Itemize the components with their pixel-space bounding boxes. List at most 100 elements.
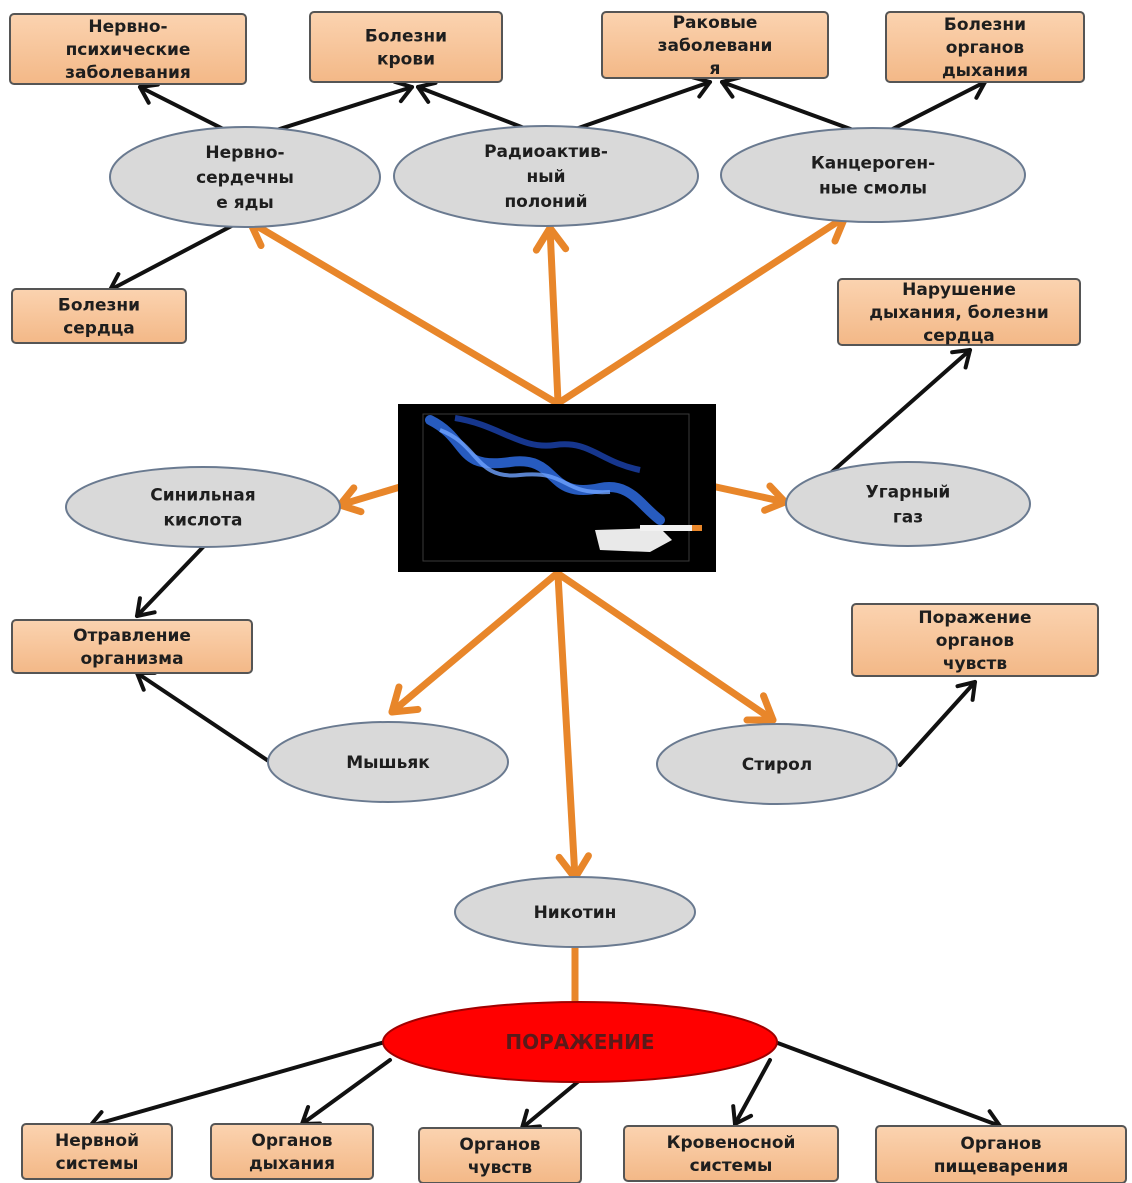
main-effect-shape [382, 1001, 778, 1083]
arrow-center-to-carbon-monoxide [712, 482, 789, 514]
node-label-line: Кровеносной [667, 1133, 796, 1153]
arrow-main-to-senses [520, 1078, 582, 1130]
box-target-nervous-shape [21, 1123, 173, 1180]
ellipse-polonium-shape [393, 125, 699, 227]
arrow-center-to-hydrocyanic [336, 483, 404, 516]
node-label-line: Нервно- [88, 17, 167, 37]
arrow-styrene-to-senses [898, 680, 977, 767]
node-label-line: Нарушение [902, 280, 1016, 300]
node-label-line: кислота [164, 511, 243, 531]
arrow-hydrocyanic-to-poisoning [135, 543, 207, 618]
ellipse-polonium: Радиоактив-ный полоний [393, 125, 699, 227]
box-target-senses: Органов чувств [418, 1127, 582, 1183]
main-effect: ПОРАЖЕНИЕ [382, 1001, 778, 1083]
box-respiratory-shape [885, 11, 1085, 83]
node-label-line: Органов [960, 1134, 1041, 1154]
arrow-arsenic-to-poisoning [135, 670, 272, 764]
ellipse-nicotine: Никотин [454, 876, 696, 948]
node-label-line: Отравление [73, 626, 191, 646]
ellipse-carbon-monoxide-shape [785, 461, 1031, 547]
node-label-line: ные смолы [819, 179, 927, 199]
ellipse-hydrocyanic: Синильная кислота [65, 466, 341, 548]
node-label-line: психические [66, 40, 191, 60]
ellipse-styrene: Стирол [656, 723, 898, 805]
node-label-line: Канцероген- [811, 154, 935, 174]
node-label-line: Болезни [58, 296, 140, 316]
box-neuro-diseases: Нервно-психические заболевания [9, 13, 247, 85]
node-label-line: Болезни [944, 15, 1026, 35]
box-target-blood: Кровеносной системы [623, 1125, 839, 1182]
ellipse-hydrocyanic-shape [65, 466, 341, 548]
node-label-line: органов [936, 631, 1015, 651]
node-label-line: органов [946, 38, 1025, 58]
arrow-main-to-blood [731, 1058, 772, 1126]
arrows-layer [88, 75, 1002, 1134]
ellipse-resins-shape [720, 127, 1026, 223]
ellipse-nervous-poisons-shape [109, 126, 381, 228]
node-label-line: ный [526, 167, 565, 187]
box-target-digestion-shape [875, 1125, 1127, 1183]
box-breathing-heart: Нарушение дыхания, болезни сердца [837, 278, 1081, 346]
node-label-line: чувств [468, 1158, 532, 1178]
box-senses-damage-shape [851, 603, 1099, 677]
arrow-main-to-digestion [773, 1040, 1002, 1133]
ellipse-arsenic-shape [267, 721, 509, 803]
node-label-line: Угарный [866, 483, 951, 503]
box-respiratory: Болезни органов дыхания [885, 11, 1085, 83]
main-effect-label: ПОРАЖЕНИЕ [505, 1030, 654, 1054]
ellipse-nervous-poisons: Нервно-сердечны е яды [109, 126, 381, 228]
node-label-line: сердца [63, 319, 135, 339]
box-blood-diseases: Болезни крови [309, 11, 503, 83]
node-label-line: дыхания [249, 1154, 335, 1174]
cigarette-smoke-icon [398, 404, 716, 572]
node-label-line: Стирол [742, 755, 813, 775]
node-label-line: Органов [459, 1135, 540, 1155]
box-neuro-diseases-shape [9, 13, 247, 85]
node-label-line: Синильная [150, 486, 255, 506]
box-poisoning: Отравление организма [11, 619, 253, 674]
box-poisoning-shape [11, 619, 253, 674]
node-label-line: е яды [216, 193, 273, 213]
box-cancer-shape [601, 11, 829, 79]
node-label-line: заболевания [65, 63, 191, 83]
node-label-line: Нервной [55, 1131, 139, 1151]
box-target-senses-shape [418, 1127, 582, 1183]
node-label-line: Мышьяк [346, 753, 430, 773]
node-label-line: чувств [943, 654, 1007, 674]
node-label-line: заболевани [658, 36, 773, 56]
box-target-digestion: Органов пищеварения [875, 1125, 1127, 1183]
arrow-main-to-breathing [300, 1058, 392, 1126]
arrow-center-to-nervous-poisons [246, 216, 559, 406]
node-label-line: Поражение [918, 608, 1031, 628]
arrow-main-to-nervous [88, 1040, 387, 1134]
node-label-line: Органов [251, 1131, 332, 1151]
box-blood-diseases-shape [309, 11, 503, 83]
nodes-layer: Нервно-психическиезаболеванияБолезникров… [9, 11, 1127, 1183]
box-target-breathing-shape [210, 1123, 374, 1180]
box-target-blood-shape [623, 1125, 839, 1182]
ellipse-resins: Канцероген-ные смолы [720, 127, 1026, 223]
arrow-center-to-resins [556, 212, 849, 406]
box-heart-diseases: Болезни сердца [11, 288, 187, 344]
node-label-line: системы [690, 1156, 773, 1176]
ellipse-arsenic: Мышьяк [267, 721, 509, 803]
node-label-line: дыхания [942, 61, 1028, 81]
arrow-monoxide-to-breathing-heart [823, 348, 972, 480]
arrow-center-to-styrene [556, 571, 777, 724]
node-label-line: пищеварения [934, 1157, 1068, 1177]
node-label-line: крови [377, 50, 435, 70]
node-label-line: Нервно- [205, 143, 284, 163]
node-label-line: полоний [504, 192, 587, 212]
node-label-line: сердечны [196, 168, 294, 188]
box-senses-damage: Поражение органов чувств [851, 603, 1099, 677]
ellipse-nicotine-shape [454, 876, 696, 948]
node-label-line: Болезни [365, 27, 447, 47]
node-label-line: дыхания, болезни [869, 303, 1049, 323]
node-label-line: сердца [923, 326, 995, 346]
node-label-line: Радиоактив- [484, 142, 608, 162]
node-label-line: организма [80, 649, 183, 669]
box-breathing-heart-shape [837, 278, 1081, 346]
